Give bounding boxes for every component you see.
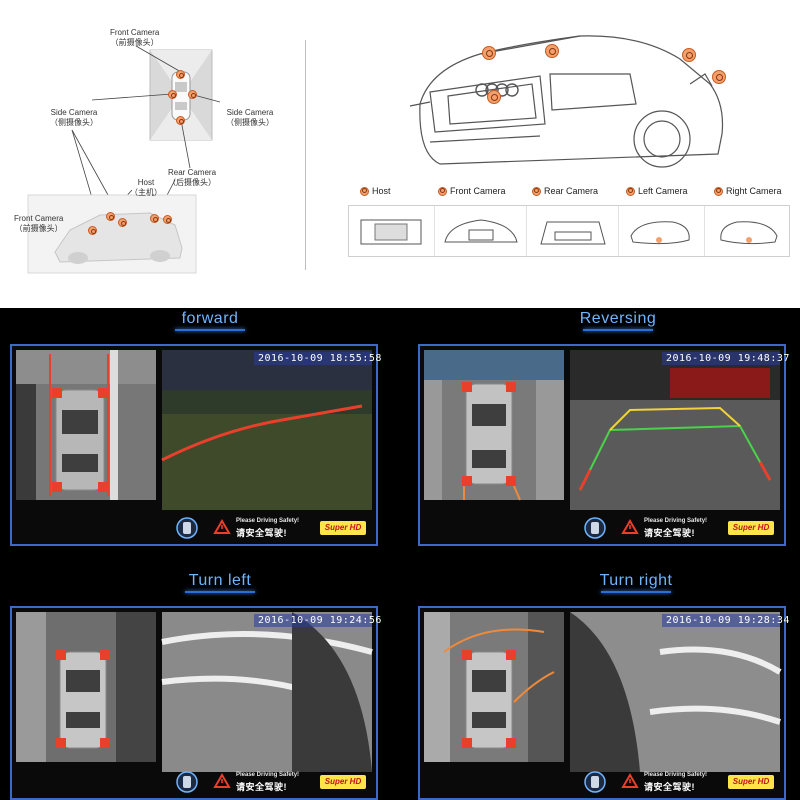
safety-message-cn: 请安全驾驶! bbox=[236, 782, 287, 792]
status-bar: Please Driving Safety! 请安全驾驶! Super HD bbox=[158, 769, 372, 795]
legend-front-camera: Front Camera bbox=[438, 186, 506, 196]
status-bar: Please Driving Safety! 请安全驾驶! Super HD bbox=[158, 515, 372, 541]
mode-title-turn-left: Turn left bbox=[120, 572, 320, 590]
right-camera-pin bbox=[188, 90, 197, 99]
safety-message-cn: 请安全驾驶! bbox=[236, 528, 287, 538]
birdseye-view bbox=[424, 612, 564, 762]
side-camera-label-right: Side Camera（侧摄像头） bbox=[226, 108, 274, 127]
birdseye-view bbox=[424, 350, 564, 501]
warning-triangle-icon bbox=[621, 773, 639, 788]
legend-pin-icon bbox=[532, 186, 541, 196]
super-hd-badge: Super HD bbox=[320, 521, 366, 535]
right-mirror-icon bbox=[705, 206, 789, 256]
safety-message-cn: 请安全驾驶! bbox=[644, 528, 695, 538]
rear-camera-label: Rear Camera（后摄像头） bbox=[168, 168, 217, 187]
timestamp: 2016-10-09 19:28:34 bbox=[662, 614, 789, 627]
legend-thumbnails bbox=[348, 205, 790, 257]
birdseye-view bbox=[16, 612, 156, 762]
screen-reversing[interactable]: 2016-10-09 19:48:37 Please Driving Safet… bbox=[418, 344, 789, 546]
side-camera-pin-car bbox=[118, 218, 127, 227]
legend-pin-icon bbox=[714, 186, 723, 196]
screen-turn-right[interactable]: 2016-10-09 19:28:34 Please Driving Safet… bbox=[418, 606, 789, 800]
warning-triangle-icon bbox=[213, 773, 231, 788]
steering-control-icon[interactable] bbox=[580, 770, 610, 794]
warning-triangle-icon bbox=[213, 519, 231, 534]
timestamp: 2016-10-09 19:48:37 bbox=[662, 352, 789, 365]
side-camera-label-left: Side Camera（侧摄像头） bbox=[50, 108, 98, 127]
car-right-camera-pin bbox=[682, 48, 696, 62]
status-bar: Please Driving Safety! 请安全驾驶! Super HD bbox=[566, 769, 780, 795]
steering-control-icon[interactable] bbox=[172, 770, 202, 794]
safety-message-cn: 请安全驾驶! bbox=[644, 782, 695, 792]
legend-pin-icon bbox=[438, 186, 447, 196]
steering-control-icon[interactable] bbox=[580, 516, 610, 540]
front-camera-label-top: Front Camera（前摄像头） bbox=[110, 28, 160, 47]
legend-left-camera: Left Camera bbox=[626, 186, 688, 196]
front-car-icon bbox=[435, 206, 527, 256]
car-line-drawing bbox=[409, 35, 724, 168]
car-left-camera-pin bbox=[482, 46, 496, 60]
legend-rear-camera: Rear Camera bbox=[532, 186, 598, 196]
rear-camera-pin bbox=[176, 116, 185, 125]
host-pin bbox=[106, 212, 115, 221]
warning-triangle-icon bbox=[621, 519, 639, 534]
camera-demo-panel: forward Reversing Turn left Turn right bbox=[0, 308, 800, 800]
section-divider bbox=[305, 40, 306, 270]
super-hd-badge: Super HD bbox=[728, 775, 774, 789]
front-camera-pin bbox=[176, 70, 185, 79]
camera-view: 2016-10-09 19:48:37 bbox=[570, 350, 789, 512]
camera-view: 2016-10-09 18:55:58 bbox=[161, 350, 381, 512]
legend-pin-icon bbox=[626, 186, 635, 196]
steering-control-icon[interactable] bbox=[172, 516, 202, 540]
safety-message-en: Please Driving Safety! bbox=[644, 518, 708, 524]
camera-view: 2016-10-09 19:24:56 bbox=[161, 612, 381, 772]
safety-message-en: Please Driving Safety! bbox=[236, 772, 300, 778]
host-label: Host（主机） bbox=[130, 178, 162, 197]
host-unit-icon bbox=[349, 206, 435, 256]
birdseye-view bbox=[16, 350, 156, 500]
timestamp: 2016-10-09 18:55:58 bbox=[254, 352, 381, 365]
rear-car-icon bbox=[527, 206, 619, 256]
installation-diagram: Front Camera（前摄像头） Side Camera（侧摄像头） Sid… bbox=[0, 0, 800, 308]
left-camera-pin bbox=[168, 90, 177, 99]
screen-turn-left[interactable]: 2016-10-09 19:24:56 Please Driving Safet… bbox=[10, 606, 381, 800]
safety-message-en: Please Driving Safety! bbox=[236, 518, 300, 524]
legend-pin-icon bbox=[360, 186, 369, 196]
car-host-pin bbox=[545, 44, 559, 58]
mode-title-turn-right: Turn right bbox=[536, 572, 736, 590]
car-rear-camera-pin bbox=[712, 70, 726, 84]
super-hd-badge: Super HD bbox=[728, 521, 774, 535]
front-camera-pin-car bbox=[88, 226, 97, 235]
mode-title-reversing: Reversing bbox=[518, 310, 718, 328]
safety-message-en: Please Driving Safety! bbox=[644, 772, 708, 778]
left-mirror-icon bbox=[619, 206, 705, 256]
front-camera-label-bottom: Front Camera（前摄像头） bbox=[14, 214, 64, 233]
super-hd-badge: Super HD bbox=[320, 775, 366, 789]
legend-right-camera: Right Camera bbox=[714, 186, 782, 196]
car-front-camera-pin bbox=[487, 90, 501, 104]
mode-title-forward: forward bbox=[110, 310, 310, 328]
side-camera-pin-car-2 bbox=[150, 214, 159, 223]
legend-host: Host bbox=[360, 186, 391, 196]
screen-forward[interactable]: 2016-10-09 18:55:58 Please Driving Safet… bbox=[10, 344, 381, 546]
status-bar: Please Driving Safety! 请安全驾驶! Super HD bbox=[566, 515, 780, 541]
timestamp: 2016-10-09 19:24:56 bbox=[254, 614, 381, 627]
rear-camera-pin-car bbox=[163, 215, 172, 224]
camera-view: 2016-10-09 19:28:34 bbox=[570, 612, 789, 772]
